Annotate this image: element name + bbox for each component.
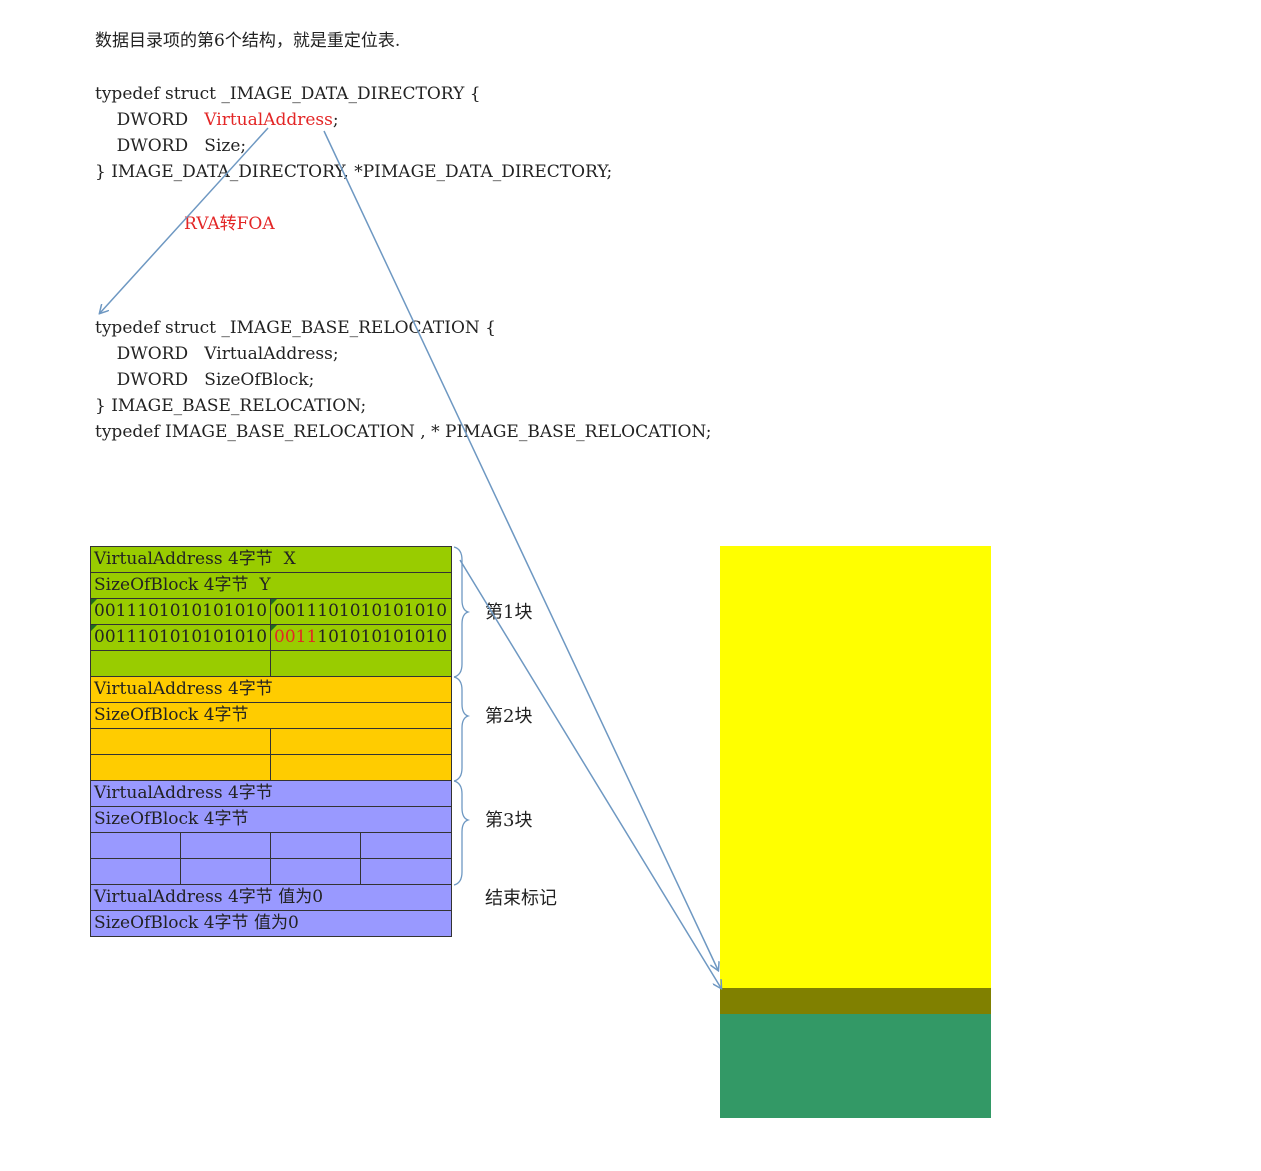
memory-region-olive [720, 988, 991, 1014]
table-row: VirtualAddress 4字节 X [89, 546, 453, 573]
block1-entry: 0011101010101010 [90, 624, 271, 651]
block1-label: 第1块 [485, 602, 533, 623]
block1-entry-empty [269, 650, 453, 677]
code-line: } IMAGE_BASE_RELOCATION; [95, 396, 367, 416]
relocation-table: VirtualAddress 4字节 X SizeOfBlock 4字节 Y 0… [89, 546, 453, 937]
code-line: DWORD SizeOfBlock; [95, 370, 315, 390]
block3-entry [359, 858, 453, 885]
block1-virtual-address: VirtualAddress 4字节 X [89, 546, 453, 573]
block2-label: 第2块 [485, 706, 533, 727]
virtual-address-field: VirtualAddress [204, 110, 333, 130]
table-row [90, 832, 453, 859]
table-row [90, 858, 453, 885]
block1-size-of-block: SizeOfBlock 4字节 Y [89, 572, 453, 599]
code-line: DWORD VirtualAddress; [95, 107, 339, 133]
block3-brace [453, 780, 471, 886]
block3-entry [90, 832, 181, 859]
entry-offset-bits: 101010101010 [317, 627, 448, 647]
code-line: DWORD Size; [95, 136, 247, 156]
table-row: SizeOfBlock 4字节 [89, 806, 453, 833]
code-line: typedef struct _IMAGE_DATA_DIRECTORY { [95, 84, 481, 104]
block2-entry [90, 754, 271, 781]
table-row: SizeOfBlock 4字节 Y [89, 572, 453, 599]
code-token: DWORD [95, 110, 205, 130]
block3-entry [90, 858, 181, 885]
table-row: 0011101010101010 0011101010101010 [90, 598, 453, 625]
table-row: SizeOfBlock 4字节 [89, 702, 453, 729]
memory-region-green [720, 1014, 991, 1118]
block3-entry [270, 858, 361, 885]
block1-entry: 0011101010101010 [269, 598, 453, 625]
code-token: ; [332, 110, 339, 130]
block2-virtual-address: VirtualAddress 4字节 [89, 676, 453, 703]
memory-region-yellow [720, 546, 991, 988]
code-line: typedef IMAGE_BASE_RELOCATION , * PIMAGE… [95, 422, 712, 442]
block3-size-of-block: SizeOfBlock 4字节 [89, 806, 453, 833]
block1-entry: 0011101010101010 [90, 598, 271, 625]
block3-entry [359, 832, 453, 859]
entry-type-bits: 0011 [274, 627, 318, 647]
block3-virtual-address: VirtualAddress 4字节 [89, 780, 453, 807]
end-marker-label: 结束标记 [485, 888, 557, 909]
intro-text: 数据目录项的第6个结构，就是重定位表. [95, 31, 401, 51]
table-row: VirtualAddress 4字节 [89, 780, 453, 807]
block2-size-of-block: SizeOfBlock 4字节 [89, 702, 453, 729]
block1-entry-empty [90, 650, 271, 677]
code-line: typedef struct _IMAGE_BASE_RELOCATION { [95, 318, 496, 338]
table-row: SizeOfBlock 4字节 值为0 [89, 910, 453, 937]
table-row: VirtualAddress 4字节 [89, 676, 453, 703]
block1-brace [453, 546, 471, 678]
code-line: } IMAGE_DATA_DIRECTORY, *PIMAGE_DATA_DIR… [95, 162, 613, 182]
virtual-address-pointer-arrow [323, 130, 718, 970]
code-line: DWORD VirtualAddress; [95, 344, 339, 364]
rva-to-foa-arrow [100, 127, 269, 313]
table-row [90, 650, 453, 677]
rva-to-foa-label: RVA转FOA [184, 214, 275, 234]
block3-entry [270, 832, 361, 859]
block3-label: 第3块 [485, 810, 533, 831]
block3-entry [180, 832, 271, 859]
block-pointer-arrow [459, 559, 721, 988]
end-marker-size-of-block: SizeOfBlock 4字节 值为0 [89, 910, 453, 937]
block1-entry-highlighted: 0011101010101010 [269, 624, 453, 651]
table-row: 0011101010101010 0011101010101010 [90, 624, 453, 651]
block2-brace [453, 676, 471, 782]
